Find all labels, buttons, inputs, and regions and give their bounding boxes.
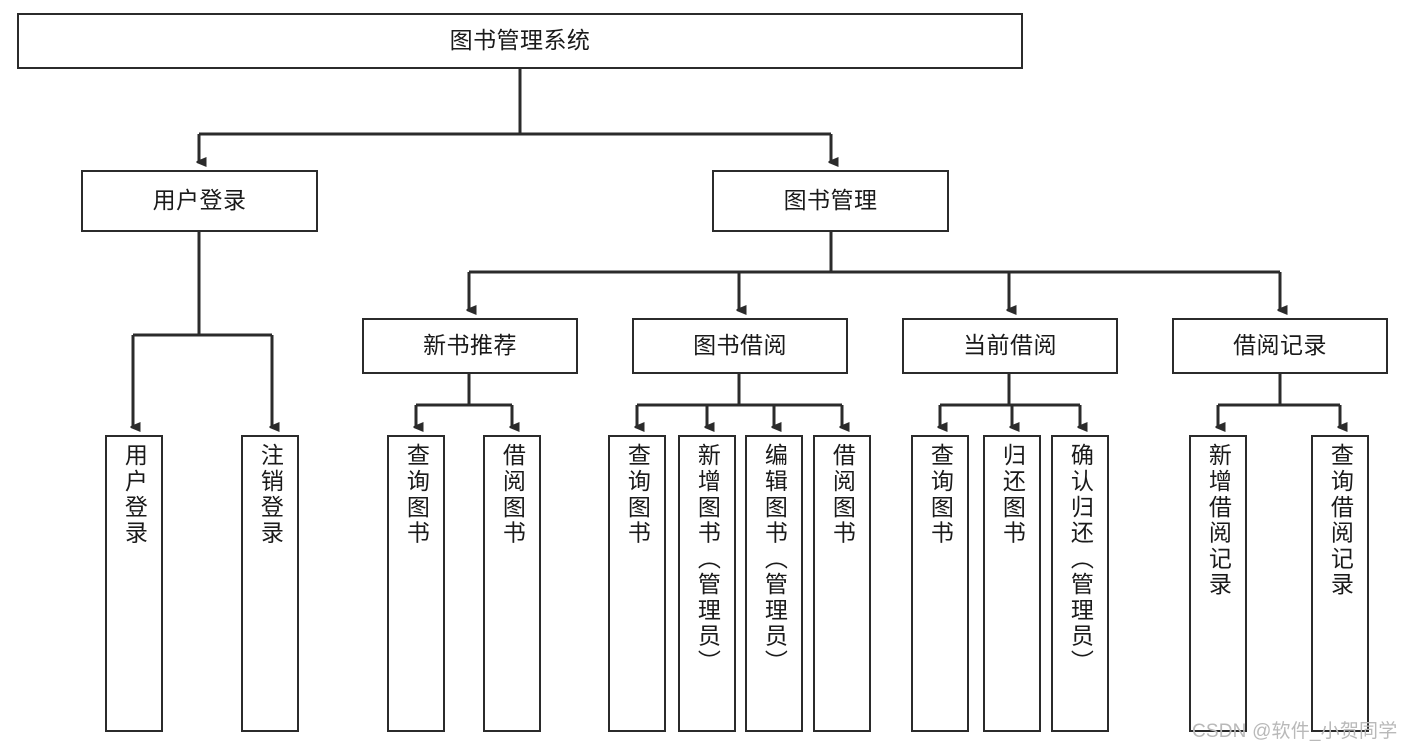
node-leaf-query-record-label: 查询借阅记录 — [1327, 443, 1354, 598]
watermark: CSDN @软件_小贺同学 — [1192, 721, 1398, 742]
node-leaf-add-book[interactable]: 新增图书（管理员） — [678, 435, 736, 732]
node-leaf-query-record[interactable]: 查询借阅记录 — [1311, 435, 1369, 732]
node-leaf-edit-book[interactable]: 编辑图书（管理员） — [745, 435, 803, 732]
node-leaf-return-book-label: 归还图书 — [999, 443, 1026, 547]
node-root[interactable]: 图书管理系统 — [17, 13, 1023, 69]
node-root-label: 图书管理系统 — [449, 27, 591, 54]
node-book-borrow-label: 图书借阅 — [693, 332, 787, 359]
node-borrow-record-label: 借阅记录 — [1233, 332, 1327, 359]
node-current-borrow-label: 当前借阅 — [963, 332, 1057, 359]
node-current-borrow[interactable]: 当前借阅 — [902, 318, 1118, 374]
node-leaf-query-book-label: 查询图书 — [624, 443, 651, 547]
node-leaf-borrow-book-rec[interactable]: 借阅图书 — [483, 435, 541, 732]
node-user-login[interactable]: 用户登录 — [81, 170, 318, 232]
node-leaf-return-book[interactable]: 归还图书 — [983, 435, 1041, 732]
node-new-book-rec[interactable]: 新书推荐 — [362, 318, 578, 374]
node-leaf-user-logout[interactable]: 注销登录 — [241, 435, 299, 732]
node-leaf-user-logout-label: 注销登录 — [257, 443, 284, 547]
node-leaf-borrow-book-label: 借阅图书 — [829, 443, 856, 547]
node-leaf-add-record-label: 新增借阅记录 — [1205, 443, 1232, 598]
node-book-borrow[interactable]: 图书借阅 — [632, 318, 848, 374]
node-book-manage-label: 图书管理 — [783, 187, 878, 214]
node-leaf-query-book[interactable]: 查询图书 — [608, 435, 666, 732]
node-new-book-rec-label: 新书推荐 — [423, 332, 517, 359]
node-leaf-edit-book-label: 编辑图书（管理员） — [761, 443, 788, 675]
node-leaf-borrow-book[interactable]: 借阅图书 — [813, 435, 871, 732]
node-leaf-query-book-rec-label: 查询图书 — [403, 443, 430, 547]
node-leaf-user-login-label: 用户登录 — [121, 443, 148, 547]
node-leaf-confirm-return[interactable]: 确认归还（管理员） — [1051, 435, 1109, 732]
node-leaf-user-login[interactable]: 用户登录 — [105, 435, 163, 732]
node-user-login-label: 用户登录 — [152, 187, 247, 214]
node-leaf-confirm-return-label: 确认归还（管理员） — [1067, 443, 1094, 675]
node-book-manage[interactable]: 图书管理 — [712, 170, 949, 232]
node-leaf-query-book-cur-label: 查询图书 — [927, 443, 954, 547]
node-leaf-query-book-rec[interactable]: 查询图书 — [387, 435, 445, 732]
node-leaf-add-record[interactable]: 新增借阅记录 — [1189, 435, 1247, 732]
node-leaf-query-book-cur[interactable]: 查询图书 — [911, 435, 969, 732]
node-leaf-borrow-book-rec-label: 借阅图书 — [499, 443, 526, 547]
node-leaf-add-book-label: 新增图书（管理员） — [694, 443, 721, 675]
node-borrow-record[interactable]: 借阅记录 — [1172, 318, 1388, 374]
